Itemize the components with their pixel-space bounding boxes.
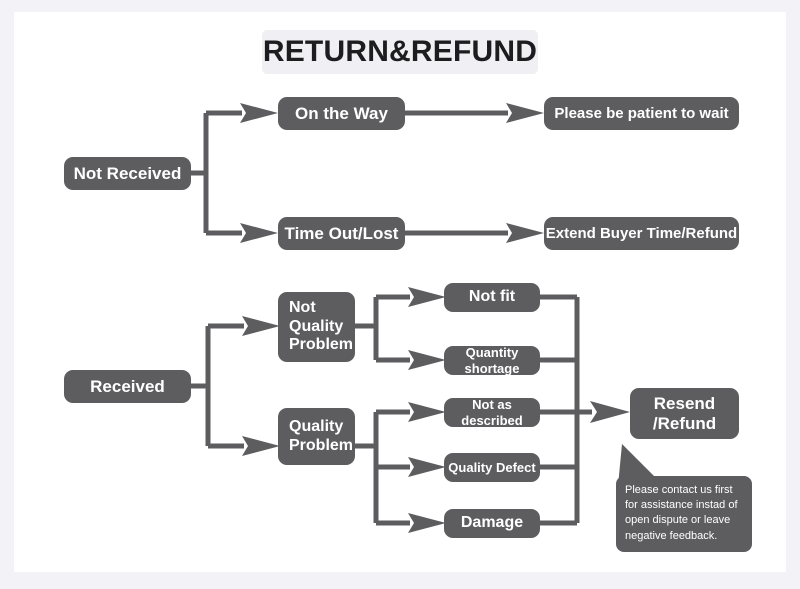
- node-not-received[interactable]: Not Received: [64, 157, 191, 190]
- flowchart-canvas: RETURN&REFUND .ln { stroke: #5d5d60; str…: [14, 12, 786, 572]
- chart-title-banner: RETURN&REFUND: [262, 30, 538, 74]
- node-received[interactable]: Received: [64, 370, 191, 403]
- node-on-the-way[interactable]: On the Way: [278, 97, 405, 130]
- node-damage[interactable]: Damage: [444, 509, 540, 538]
- callout-pointer-icon: [618, 444, 664, 486]
- node-not-quality-problem[interactable]: Not Quality Problem: [278, 292, 355, 362]
- node-not-as-described[interactable]: Not as described: [444, 397, 540, 428]
- callout-text: Please contact us first for assistance i…: [625, 484, 738, 542]
- callout-note: Please contact us first for assistance i…: [616, 476, 752, 552]
- node-resend-refund[interactable]: Resend /Refund: [630, 388, 739, 439]
- node-quality-defect[interactable]: Quality Defect: [444, 453, 540, 482]
- node-time-out-lost[interactable]: Time Out/Lost: [278, 217, 405, 250]
- page-title: RETURN&REFUND: [262, 35, 538, 68]
- node-extend-buyer-time-refund[interactable]: Extend Buyer Time/Refund: [544, 217, 739, 250]
- node-not-fit[interactable]: Not fit: [444, 283, 540, 312]
- node-please-be-patient-to-wait[interactable]: Please be patient to wait: [544, 97, 739, 130]
- node-quality-problem[interactable]: Quality Problem: [278, 408, 355, 465]
- node-quantity-shortage[interactable]: Quantity shortage: [444, 345, 540, 376]
